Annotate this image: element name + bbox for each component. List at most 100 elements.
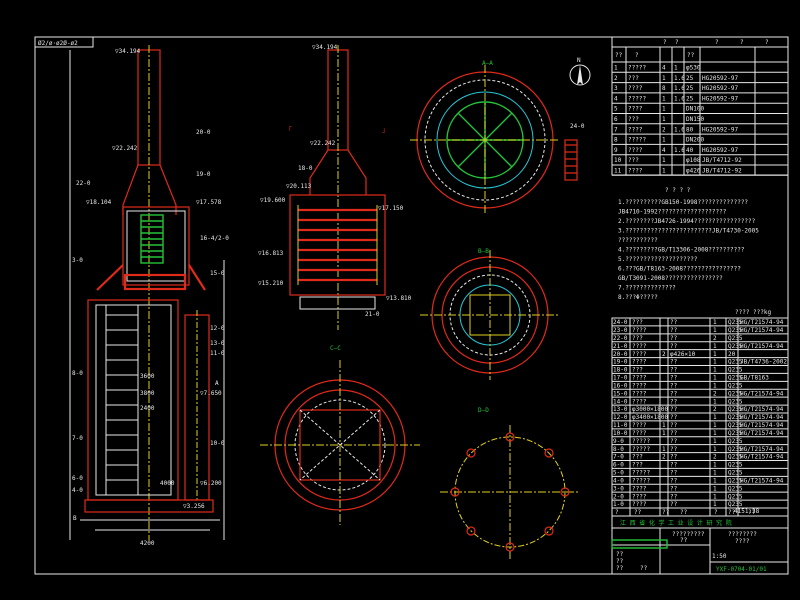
nozzle-header-cell: ? — [765, 39, 769, 46]
nozzle-header-cell: ?? — [687, 52, 695, 59]
bom-cell: HG/T21574-94 — [740, 319, 784, 326]
drawing-sub: ?? — [680, 537, 688, 544]
nozzle-cell: 1.6 — [674, 126, 685, 133]
side-section-mark-left: 「 — [285, 126, 292, 134]
nozzle-cell: 9 — [614, 147, 618, 154]
title-block: 江 西 省 化 学 工 业 设 计 研 究 院 ????????? ?? ???… — [611, 508, 789, 575]
nozzle-cell: ???? — [628, 85, 643, 92]
bom-cell: 9-0 — [613, 438, 624, 445]
nozzle-cell: 1 — [662, 75, 666, 82]
bom-cell: 12-0 — [613, 414, 628, 421]
nozzle-cell: ???? — [628, 126, 643, 133]
note-line: GB/T3091-2008???????????????? — [618, 275, 723, 282]
section-a-mark: A — [215, 380, 219, 387]
bom-cell: 23-0 — [613, 327, 628, 334]
dim-d: 2400 — [140, 405, 155, 412]
note-line: 4.?????????GB/T13306-2008?????????? — [618, 247, 745, 254]
company-name: 江 西 省 化 学 工 业 设 计 研 究 院 — [620, 519, 732, 527]
nozzle-cell: 25 — [686, 75, 694, 82]
elev-5: ▽7.650 — [200, 390, 222, 397]
nozzle-cell: 4 — [614, 95, 618, 102]
note-line: ??????????? — [618, 237, 658, 244]
bom-cell: 5-0 — [613, 470, 624, 477]
bom-cell: ?? — [670, 406, 678, 413]
bom-cell: 1 — [713, 359, 717, 366]
bom-cell: 13-0 — [613, 406, 628, 413]
bom-header-cell: ?? — [748, 509, 756, 516]
bom-cell: Q235 — [728, 422, 743, 429]
technical-notes: ? ? ? ? 1.??????????GB150-1998??????????… — [618, 187, 759, 301]
nozzle-cell: 10 — [614, 157, 622, 164]
north-label: N — [577, 57, 581, 64]
nozzle-cell: 1 — [662, 116, 666, 123]
bom-cell: ???? — [632, 430, 647, 437]
side-elev-top: ▽34.194 — [312, 44, 338, 51]
bom-cell: Q235 — [728, 335, 743, 342]
bom-cell: ??? — [632, 335, 643, 342]
nozzle-cell: 6 — [614, 116, 618, 123]
bom-cell: 1-0 — [613, 501, 624, 508]
dim-b: 4000 — [160, 480, 175, 487]
bom-cell: Q235 — [728, 470, 743, 477]
nozzle-cell: HG20592-97 — [702, 75, 739, 82]
nozzle-cell: JB/T4712-92 — [702, 168, 742, 175]
bom-cell: Q235 — [728, 438, 743, 445]
bom-cell: φ3400×1800 — [632, 414, 669, 421]
bom-cell: 1 — [713, 319, 717, 326]
scale: 1:50 — [712, 553, 727, 560]
section-b-mark: B — [73, 515, 77, 522]
note-line: 7.?????????????? — [618, 285, 676, 292]
bom-cell: 1 — [713, 430, 717, 437]
nozzle-cell: 1.6 — [674, 147, 685, 154]
bom-cell: HG/T21574-94 — [740, 430, 784, 437]
nozzle-cell: 1 — [662, 157, 666, 164]
north-symbol: N — [569, 57, 591, 86]
nozzle-cell: 1 — [662, 106, 666, 113]
nozzle-cell: ???? — [628, 168, 643, 175]
bom-cell: ???? — [632, 398, 647, 405]
bom-cell: ?? — [670, 438, 678, 445]
nozzle-cell: ??? — [628, 157, 639, 164]
nozzle-cell: 8 — [614, 137, 618, 144]
bom-cell: Q235 — [728, 406, 743, 413]
bom-header-cell: ?? — [728, 509, 736, 516]
bom-cell: HG/T21574-94 — [740, 454, 784, 461]
nozzle-header-cell: ? — [663, 39, 667, 46]
nozzle-cell: HG20592-97 — [702, 147, 739, 154]
bom-cell: ?? — [670, 319, 678, 326]
plan-view-d: D—D — [440, 407, 580, 560]
nozzle-cell: 1 — [662, 168, 666, 175]
bom-cell: Q235 — [728, 390, 743, 397]
bom-cell: ?? — [670, 462, 678, 469]
nozzle-header-cell: ? — [740, 39, 744, 46]
side-section-mark-right: 」 — [382, 126, 389, 134]
nozzle-cell: 80 — [686, 126, 694, 133]
nozzle-cell: 5 — [614, 106, 618, 113]
nozzle-cell: ????? — [628, 95, 646, 102]
main-callouts: 20-0 19-0 22-0 16-4/2-0 15-0 12-0 13-0 1… — [72, 129, 229, 494]
callout: 11-0 — [210, 350, 225, 357]
elev-6: ▽6.200 — [200, 480, 222, 487]
bom-cell: Q235 — [728, 343, 743, 350]
bom-cell: 11-0 — [613, 422, 628, 429]
bom-cell: ?? — [670, 470, 678, 477]
bom-cell: ?? — [670, 493, 678, 500]
drawing-name: ????????? — [672, 531, 705, 538]
bom-cell: ?? — [670, 390, 678, 397]
side-elev-6: ▽16.813 — [258, 250, 284, 257]
bom-cell: 1 — [713, 375, 717, 382]
elev-3: ▽18.104 — [86, 199, 112, 206]
bom-cell: 2-0 — [613, 493, 624, 500]
nozzle-cell: DN150 — [686, 116, 704, 123]
bom-cell: HG/T21574-94 — [740, 477, 784, 484]
bom-cell: ?? — [670, 454, 678, 461]
bom-cell: Q235 — [728, 414, 743, 421]
elev-4: ▽17.578 — [196, 199, 222, 206]
dim-a: 3600 — [140, 373, 155, 380]
callout: 22-0 — [76, 180, 91, 187]
bom-header-cell: ?? — [634, 509, 642, 516]
bom-cell: HG/T21574-94 — [740, 327, 784, 334]
